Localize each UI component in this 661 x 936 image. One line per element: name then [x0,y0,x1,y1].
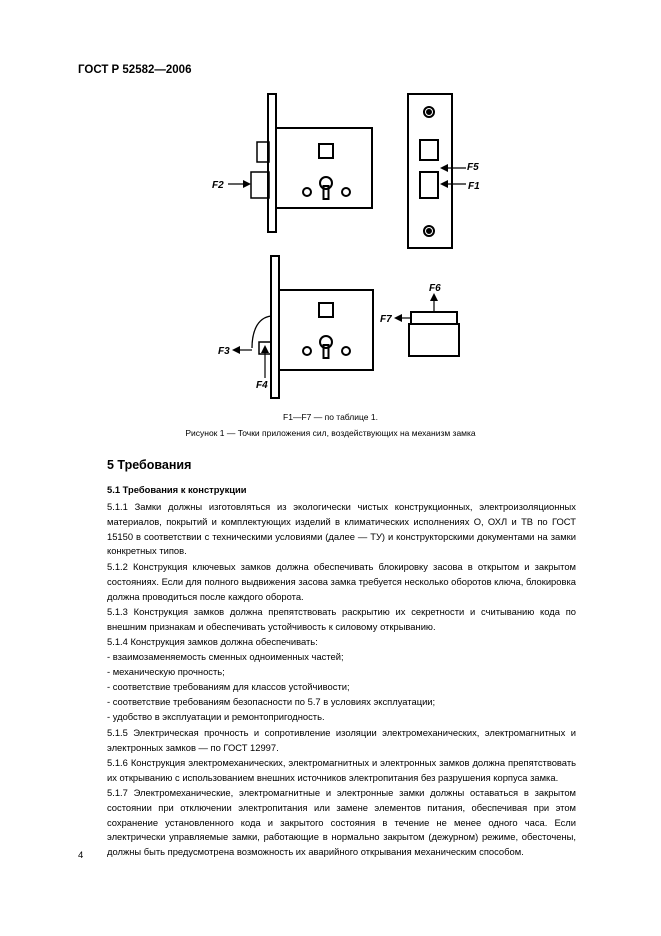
document-header: ГОСТ Р 52582—2006 [78,64,192,76]
section-title: 5 Требования [107,458,192,472]
paragraph-5-1-6: 5.1.6 Конструкция электромеханических, э… [107,757,576,783]
list-item: - взаимозаменяемость сменных одноименных… [107,651,344,662]
lock-faceplate [407,93,453,249]
paragraph-5-1-3: 5.1.3 Конструкция замков должна препятст… [107,606,576,632]
figure-caption: Рисунок 1 — Точки приложения сил, воздей… [185,428,476,438]
list-item: - соответствие требованиям безопасности … [107,696,436,707]
paragraph-5-1-1: 5.1.1 Замки должны изготовляться из экол… [107,501,576,557]
arrow-f3 [232,346,252,354]
label-f4: F4 [256,380,268,391]
label-f5: F5 [467,162,479,173]
paragraph-5-1-2: 5.1.2 Конструкция ключевых замков должна… [107,561,576,602]
arrow-f7 [394,314,410,322]
arrow-f6 [430,293,438,311]
lock-top-side [250,93,373,233]
subsection-title: 5.1 Требования к конструкции [107,484,247,495]
lock-bottom-side [251,255,374,399]
label-f6: F6 [429,283,441,294]
arrow-f2 [228,180,251,188]
page-number: 4 [78,850,84,861]
figure-lock-diagram: F2 F5 F1 F3 F4 F6 F7 [212,93,480,399]
figure-note: F1—F7 — по таблице 1. [283,412,378,422]
label-f3: F3 [218,346,230,357]
arrow-f1 [440,180,466,188]
label-f2: F2 [212,180,224,191]
list-intro: 5.1.4 Конструкция замков должна обеспечи… [107,636,318,647]
arrow-f4 [261,345,269,378]
label-f7: F7 [380,314,392,325]
paragraph-5-1-5: 5.1.5 Электрическая прочность и сопротив… [107,727,576,753]
list-item: - удобство в эксплуатации и ремонтоприго… [107,711,325,722]
list-item: - соответствие требованиям для классов у… [107,681,350,692]
striker-block [408,311,460,357]
arrow-f5 [440,164,466,172]
paragraph-5-1-7: 5.1.7 Электромеханические, электромагнит… [107,787,576,858]
label-f1: F1 [468,181,480,192]
list-item: - механическую прочность; [107,666,225,677]
